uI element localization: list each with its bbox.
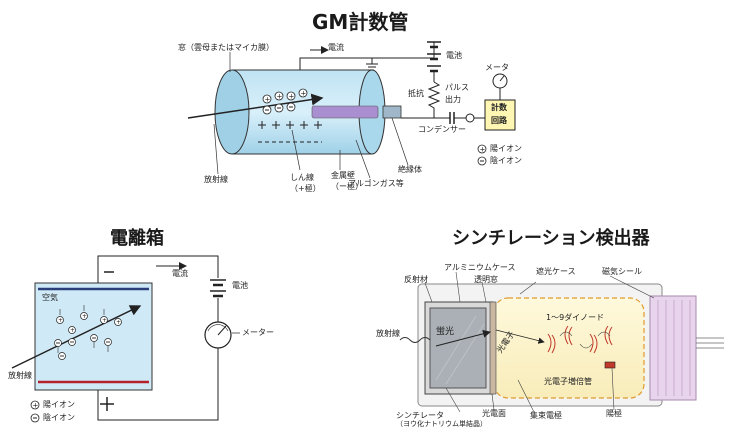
svg-text:+: +: [277, 93, 283, 101]
gm-battery-label: 電池: [446, 51, 462, 60]
anode: [604, 361, 616, 369]
ion-radiation-label: 放射線: [8, 371, 32, 380]
gm-window-label: 窓（雲母またはマイカ膜）: [178, 43, 274, 52]
svg-text:+: +: [289, 93, 295, 101]
scint-pmt-label: 光電子増倍管: [544, 377, 592, 386]
gm-capacitor: [449, 112, 455, 124]
scintillation-detector-diagram: [399, 271, 724, 413]
ion-legend-positive: 陽イオン: [43, 400, 75, 409]
gm-pulse-label: パルス: [445, 83, 469, 92]
ground-symbol: [366, 63, 378, 71]
svg-text:+: +: [58, 317, 63, 324]
ion-positive-ions: [56, 312, 122, 334]
gm-positive-ions: [262, 88, 308, 104]
gm-radiation-arrow: [187, 93, 324, 119]
gm-legend-positive: 陽イオン: [490, 144, 522, 153]
gm-wire-plus-charges: [258, 121, 322, 129]
scint-shield-case-label: 遮光ケース: [536, 267, 576, 276]
scint-scintillator-label-1: シンチレータ: [396, 411, 444, 420]
gm-radiation-label: 放射線: [204, 175, 228, 184]
gm-insulator-label: 絶縁体: [398, 165, 422, 174]
ion-battery-label: 電池: [232, 281, 248, 290]
gm-counter-label-2: 回路: [491, 116, 507, 125]
gm-wall-label-2: （ー極）: [331, 182, 363, 191]
scint-radiation-wave: [399, 337, 431, 343]
scint-radiation-label: 放射線: [376, 329, 400, 338]
scint-focus-electrode-label: 集束電極: [530, 411, 562, 420]
ion-radiation-arrow: [11, 305, 142, 369]
gm-argon-label: アルゴンガス等: [348, 179, 404, 188]
gm-counter-diagram: + + + +: [187, 41, 516, 179]
gm-insulator: [382, 105, 402, 119]
gm-output-label: 出力: [445, 95, 461, 104]
scint-anode-label: 陽極: [606, 409, 622, 418]
scintillation-detector-title: シンチレーション検出器: [452, 228, 650, 249]
gm-legend-negative: 陰イオン: [490, 156, 522, 165]
scint-fluorescence-label: 蛍光: [436, 327, 455, 337]
svg-text:+: +: [82, 313, 87, 320]
ion-circuit-wire: [97, 255, 219, 421]
ion-air-label: 空気: [42, 293, 58, 302]
gm-capacitor-label: コンデンサー: [418, 125, 466, 134]
gm-meter-label: メータ: [485, 63, 509, 72]
scint-aluminum-case-label: アルミニウムケース: [444, 263, 516, 272]
gm-counter-label-1: 計数: [491, 103, 507, 112]
ion-plus-sign: [100, 397, 114, 411]
svg-text:+: +: [102, 317, 107, 324]
dynodes: [547, 325, 613, 354]
gm-resistor: [401, 81, 441, 119]
ion-chamber-diagram: + + + + + +: [11, 255, 240, 423]
ion-current-label: 電流: [172, 269, 188, 278]
gm-circuit-wire-top: [299, 57, 434, 70]
scint-dynode-label: 1〜9ダイノード: [546, 313, 605, 322]
magnetic-seal: [649, 295, 697, 401]
ion-meter-label: メーター: [242, 328, 274, 337]
svg-text:+: +: [480, 146, 486, 154]
svg-text:+: +: [301, 90, 307, 98]
svg-text:+: +: [116, 319, 121, 326]
scint-magnetic-seal-label: 磁気シール: [602, 267, 642, 276]
photocathode: [489, 301, 497, 395]
svg-text:+: +: [70, 327, 75, 334]
gm-resistor-label: 抵抗: [408, 89, 424, 98]
gm-wire-label-2: （+極）: [290, 184, 321, 193]
svg-text:+: +: [265, 96, 271, 104]
gm-counter-title: GM計数管: [312, 10, 409, 34]
gm-wall-label-1: 金属壁: [331, 171, 355, 180]
ion-chamber-title: 電離箱: [110, 228, 164, 249]
scint-window-label: 透明窓: [474, 275, 498, 284]
gm-legend-positive-symbol: [477, 144, 487, 154]
gm-wire-label-1: しん線: [290, 173, 314, 182]
gm-center-wire: [311, 105, 379, 119]
svg-text:+: +: [33, 402, 39, 410]
ion-negative-ions: [54, 334, 112, 360]
scint-reflector-label: 反射材: [404, 275, 428, 284]
scint-scintillator-label-2: （ヨウ化ナトリウム単結晶）: [396, 420, 487, 428]
counter-circuit-box: [484, 99, 516, 131]
ion-battery: [210, 279, 226, 298]
ion-legend-negative: 陰イオン: [43, 413, 75, 422]
gm-current-label: 電流: [328, 43, 344, 52]
scint-photocathode-label: 光電面: [482, 409, 506, 418]
